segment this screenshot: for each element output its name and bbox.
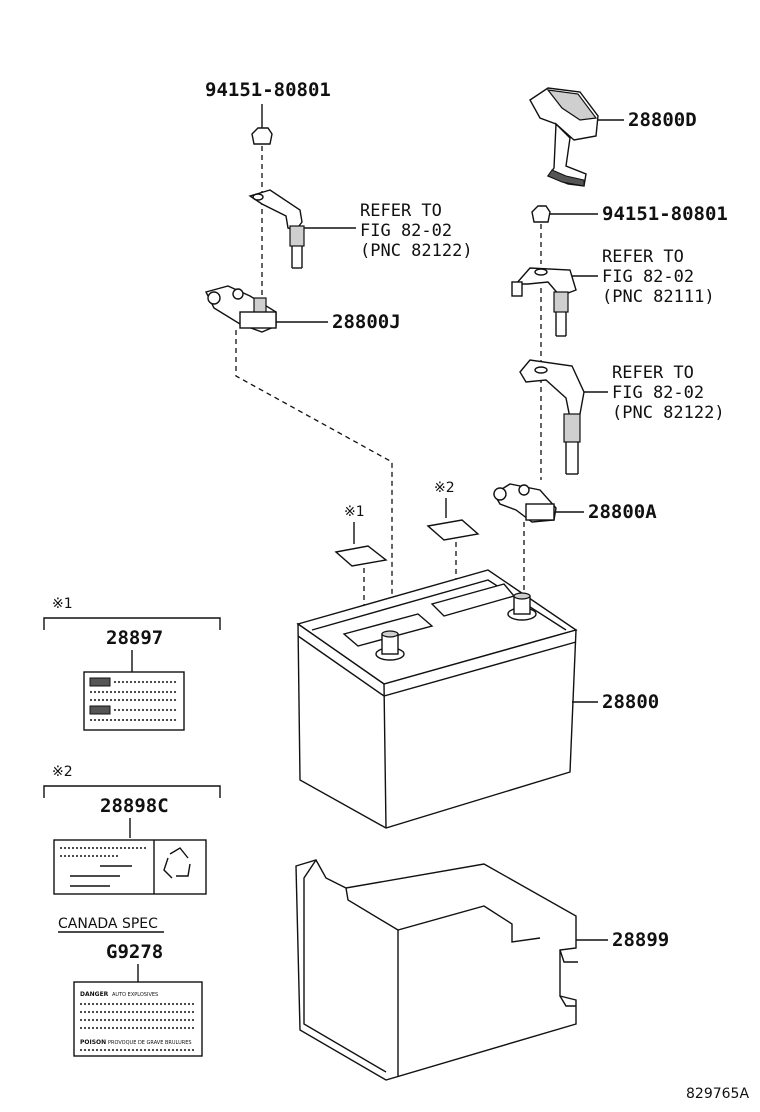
refer-2-line3: (PNC 82111) (602, 287, 715, 307)
refer-1-line3: (PNC 82122) (360, 241, 473, 261)
danger-small-text: AUTO EXPLOSIVES (112, 992, 158, 998)
bracket-panel-2 (43, 785, 221, 798)
clamp-a-part[interactable] (493, 483, 557, 523)
refer-3-line1: REFER TO (612, 363, 694, 383)
cable-bracket-left[interactable] (248, 189, 305, 269)
cable-bracket-upper-right[interactable] (511, 267, 577, 337)
nut-right-part[interactable] (531, 205, 551, 223)
refer-3-line2: FIG 82-02 (612, 383, 704, 403)
tray-part[interactable] (295, 859, 578, 1081)
label-battery[interactable]: 28800 (602, 691, 659, 713)
refer-1-line2: FIG 82-02 (360, 221, 452, 241)
mark-2-on-battery: ※2 (434, 480, 455, 496)
label-nut-right[interactable]: 94151-80801 (602, 203, 728, 225)
label-terminal-cover[interactable]: 28800D (628, 109, 697, 131)
mark-1-on-battery: ※1 (344, 504, 365, 520)
danger-label-g9278[interactable]: DANGER AUTO EXPLOSIVES POISON PROVOQUE D… (73, 981, 203, 1057)
sticker-1[interactable] (334, 545, 388, 567)
canada-spec-heading: CANADA SPEC (58, 916, 158, 932)
label-nut-top-left[interactable]: 94151-80801 (205, 79, 331, 101)
dash-clamp-j-to-battery (235, 330, 393, 660)
battery-part[interactable] (296, 569, 578, 829)
nut-top-left-part[interactable] (251, 127, 273, 145)
refer-2-line1: REFER TO (602, 247, 684, 267)
recycle-icon (163, 847, 191, 879)
poison-word: POISON (80, 1039, 106, 1046)
refer-3-line3: (PNC 82122) (612, 403, 725, 423)
label-tray[interactable]: 28899 (612, 929, 669, 951)
warning-label-28897[interactable] (83, 671, 185, 731)
recycle-label-28898c[interactable] (53, 839, 207, 895)
sticker-2[interactable] (426, 519, 480, 541)
refer-1-line1: REFER TO (360, 201, 442, 221)
mark-2-panel: ※2 (52, 764, 73, 780)
label-clamp-j[interactable]: 28800J (332, 311, 401, 333)
mark-1-panel: ※1 (52, 596, 73, 612)
poison-small-text: PROVOQUE DE GRAVE BRULURES (108, 1040, 192, 1046)
label-g9278[interactable]: G9278 (106, 941, 163, 963)
danger-word: DANGER (80, 991, 109, 998)
label-28898c[interactable]: 28898C (100, 795, 169, 817)
terminal-cover-part[interactable] (529, 87, 599, 187)
label-clamp-a[interactable]: 28800A (588, 501, 657, 523)
refer-2-line2: FIG 82-02 (602, 267, 694, 287)
label-28897[interactable]: 28897 (106, 627, 163, 649)
bracket-panel-1 (43, 617, 221, 630)
cable-bracket-lower-right[interactable] (519, 359, 585, 475)
clamp-j-part[interactable] (204, 285, 277, 333)
figure-id: 829765A (686, 1086, 749, 1102)
